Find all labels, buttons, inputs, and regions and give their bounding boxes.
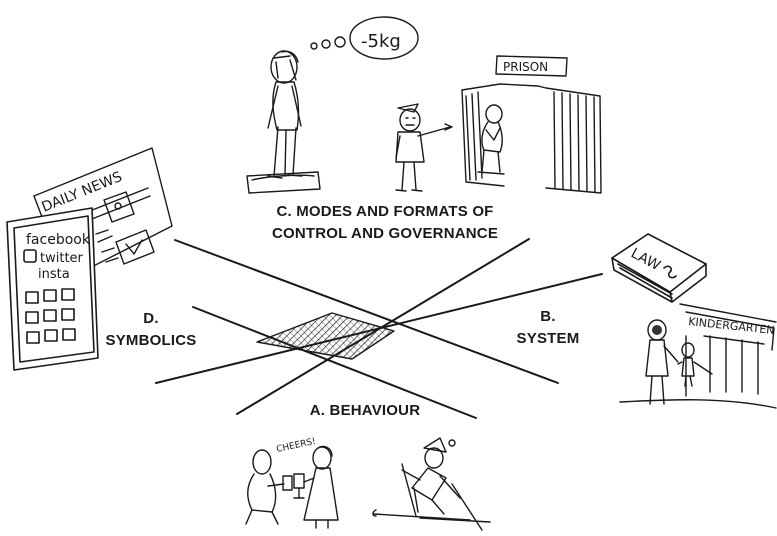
phone-line-insta: insta [38, 267, 70, 282]
kindergarten-sketch: KINDERGARTEN [619, 303, 777, 409]
kindergarten-sign-text: KINDERGARTEN [688, 315, 775, 337]
prison-sign-text: PRISON [503, 60, 548, 74]
cheers-text: CHEERS! [276, 437, 317, 455]
quadrant-c-line1: C. MODES AND FORMATS OF [276, 203, 494, 220]
quadrant-c-line2: CONTROL AND GOVERNANCE [271, 225, 499, 242]
thought-bubble-text: -5kg [361, 31, 401, 52]
quadrant-d-line2: SYMBOLICS [105, 332, 197, 349]
phone-line-twitter: twitter [40, 251, 84, 266]
quadrant-d-label: D. SYMBOLICS [96, 308, 206, 352]
quadrant-b-label: B. SYSTEM [508, 306, 588, 350]
center-hatch [256, 312, 395, 360]
scale-person-sketch: -5kg [246, 16, 419, 194]
quadrant-c-label: C. MODES AND FORMATS OF CONTROL AND GOVE… [230, 201, 540, 245]
cheers-sketch: CHEERS! [245, 437, 339, 529]
phone-sketch: facebook twitter insta [6, 207, 99, 371]
phone-line-facebook: facebook [26, 232, 91, 248]
skier-sketch [372, 437, 491, 531]
officer-sketch [395, 103, 453, 192]
quadrant-a-line1: A. BEHAVIOUR [309, 402, 421, 419]
quadrant-b-line2: SYSTEM [516, 330, 580, 347]
law-book-sketch: LAW [611, 233, 707, 303]
quadrant-b-line1: B. [540, 308, 556, 325]
prison-sketch: PRISON [461, 55, 602, 194]
quadrant-d-line1: D. [143, 310, 159, 327]
quadrant-a-label: A. BEHAVIOUR [280, 400, 450, 422]
